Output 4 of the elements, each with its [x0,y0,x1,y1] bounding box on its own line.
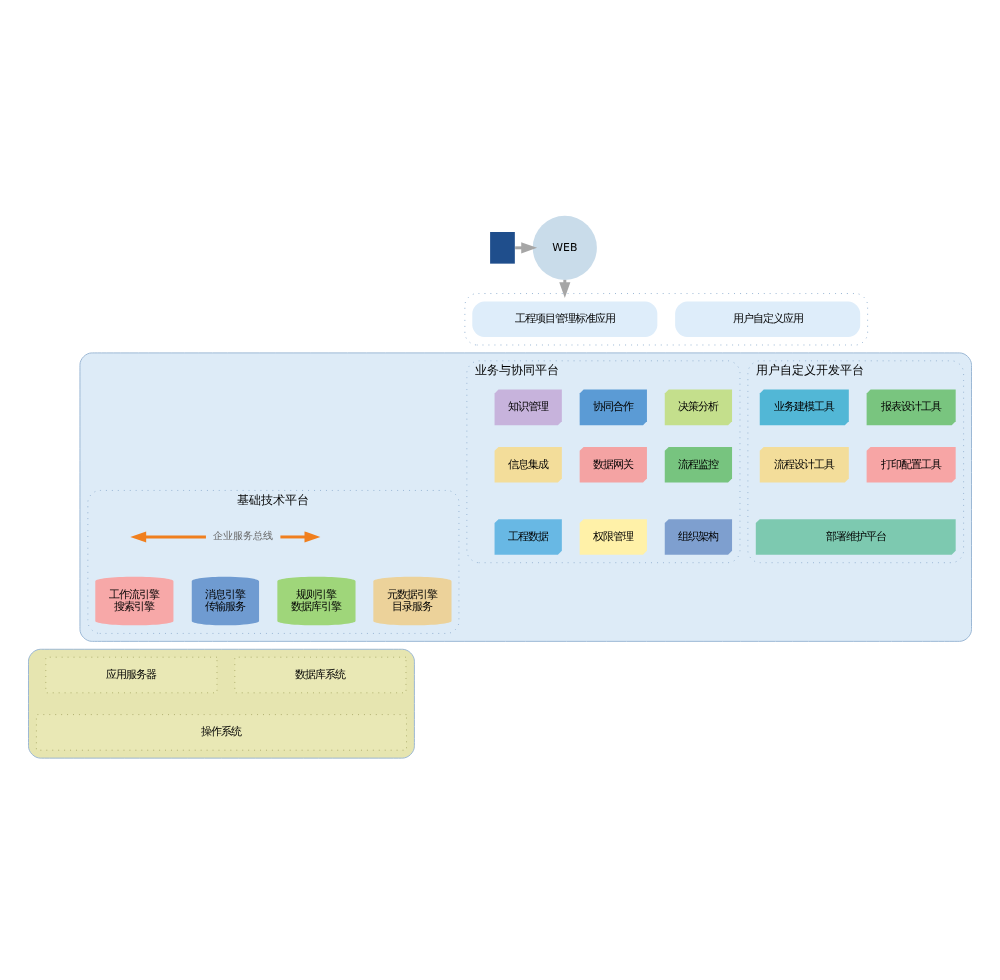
cluster [79,351,972,641]
cluster [464,292,869,345]
node-person [490,231,515,263]
cluster [28,647,415,758]
